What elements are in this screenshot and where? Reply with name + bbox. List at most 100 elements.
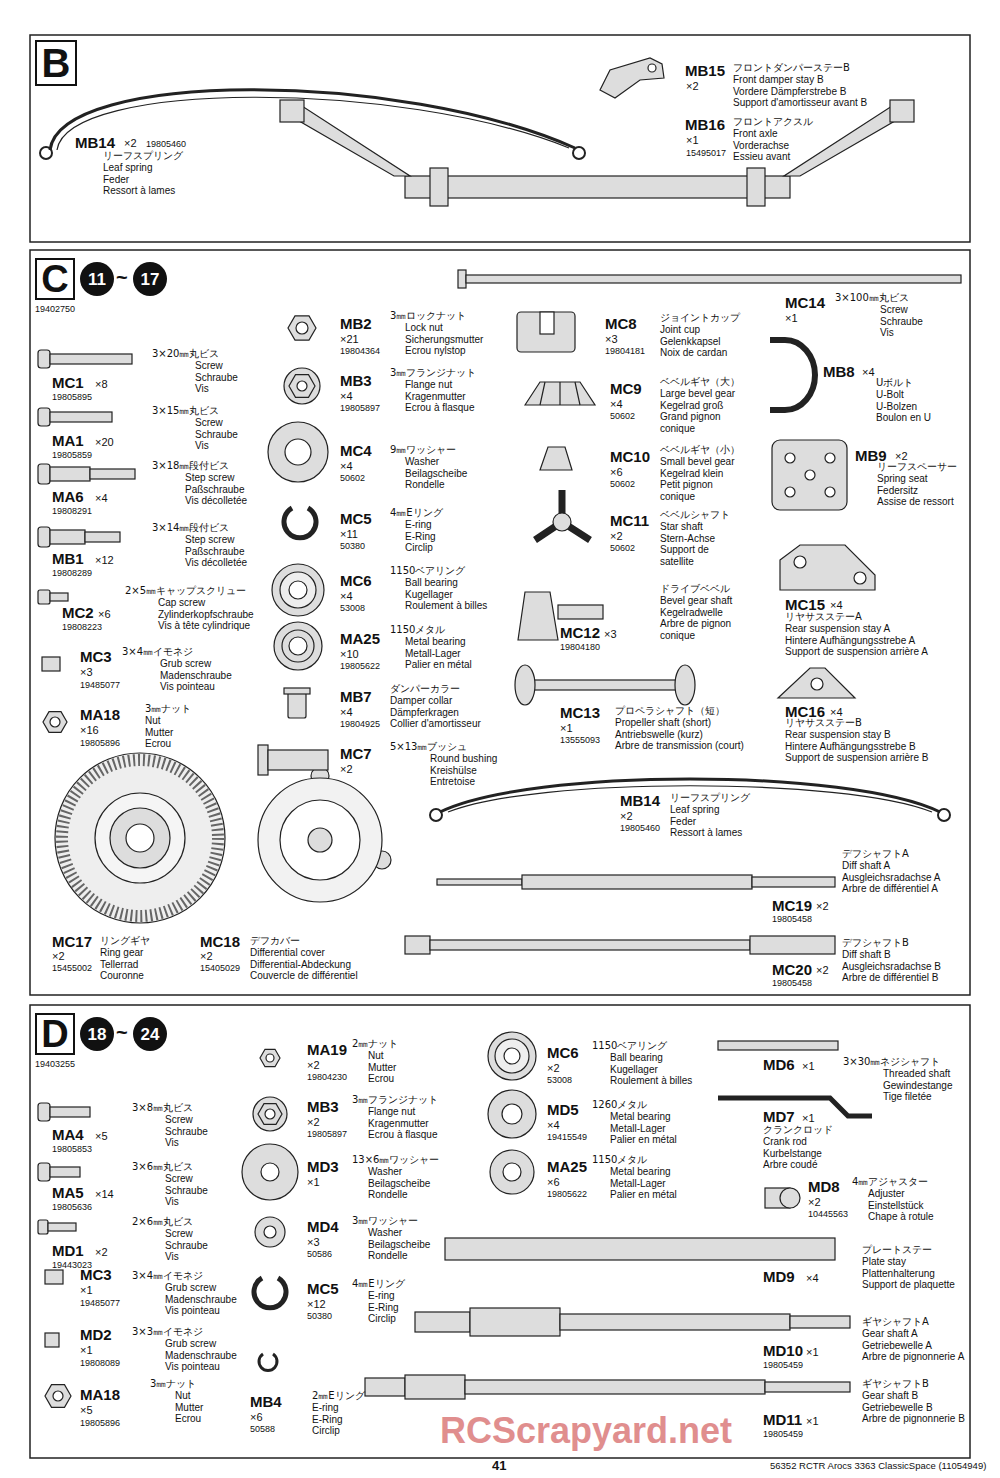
quantity: ×6	[98, 608, 111, 621]
part-name-ja: 3㎜ナット	[145, 703, 191, 715]
part-name: Kegelrad klein	[660, 468, 723, 480]
part-name-ja: 1150ベアリング	[592, 1040, 667, 1052]
section-letter-box: C	[35, 258, 75, 300]
part-code: MB3	[307, 1098, 339, 1115]
part-number: 19805459	[763, 1429, 803, 1439]
quantity: ×5	[80, 1404, 93, 1417]
part-name: Kreishülse	[430, 765, 477, 777]
part-number: 53008	[547, 1075, 572, 1085]
part-code: MC11	[610, 512, 649, 529]
part-name: Vis	[165, 1137, 179, 1149]
part-name: E-Ring	[405, 531, 436, 543]
part-name-ja: 1150ベアリング	[390, 565, 465, 577]
quantity: ×2	[547, 1062, 560, 1075]
part-number: 19805622	[340, 661, 380, 671]
part-name-ja: クランクロッド	[763, 1124, 833, 1136]
part-name-ja: 3×4㎜イモネジ	[132, 1270, 203, 1282]
part-number: 19804181	[605, 346, 645, 356]
part-code: MD3	[307, 1158, 339, 1175]
part-name: Ecrou nylstop	[405, 345, 466, 357]
part-name-ja: 2×5㎜キャップスクリュー	[125, 585, 246, 597]
part-code: MC13	[560, 704, 600, 721]
part-name: Zylinderkopfschraube	[158, 609, 254, 621]
part-name: Vis	[195, 383, 209, 395]
quantity: ×4	[806, 1272, 819, 1285]
part-name: Ausgleichsradachse B	[842, 961, 941, 973]
part-code: MB2	[340, 315, 372, 332]
quantity: ×2	[686, 80, 699, 93]
part-name-ja: デフシャフトA	[842, 848, 909, 860]
part-code: MB16	[685, 116, 725, 133]
part-name: Leaf spring	[670, 804, 719, 816]
part-name-ja: フロントアクスル	[733, 116, 813, 128]
part-name: Gewindestange	[883, 1080, 953, 1092]
part-name: Differential-Abdeckung	[250, 959, 351, 971]
part-code: MD2	[80, 1326, 112, 1343]
part-name: Damper collar	[390, 695, 452, 707]
part-code: MA25	[547, 1158, 587, 1175]
part-name: Noix de cardan	[660, 347, 727, 359]
quantity: ×1	[785, 312, 798, 325]
quantity: ×11	[340, 528, 358, 541]
part-name: Paßschraube	[185, 484, 244, 496]
part-code: MB4	[250, 1393, 282, 1410]
part-name: Getriebewelle A	[862, 1340, 932, 1352]
part-name: Schraube	[195, 372, 238, 384]
part-name-ja: 3×6㎜丸ビス	[132, 1161, 193, 1173]
part-name-ja: ベベルギヤ（小）	[660, 444, 740, 456]
part-name: Ecrou à flasque	[405, 402, 475, 414]
quantity: ×12	[95, 554, 114, 567]
part-number: 19805636	[52, 1202, 92, 1212]
part-name: Screw	[165, 1114, 193, 1126]
part-name: Beilagscheibe	[405, 468, 467, 480]
part-number: 19808089	[80, 1358, 120, 1368]
section-letter-box: B	[35, 40, 77, 86]
part-name: Feder	[103, 174, 129, 186]
part-name: Palier en métal	[610, 1189, 677, 1201]
part-name-ja: リーフスペーサー	[877, 461, 957, 473]
part-name: Mutter	[368, 1062, 396, 1074]
part-name: Roulement à billes	[610, 1075, 692, 1087]
part-name: Palier en métal	[610, 1134, 677, 1146]
part-name: Kugellager	[405, 589, 453, 601]
part-name: Ball bearing	[610, 1052, 663, 1064]
part-name-ja: 1260メタル	[592, 1099, 647, 1111]
part-name: Vis	[165, 1196, 179, 1208]
part-name: Gear shaft A	[862, 1328, 918, 1340]
quantity: ×2	[895, 450, 908, 463]
quantity: ×2	[200, 950, 213, 963]
part-name: Arbre de différentiel B	[842, 972, 939, 984]
part-number: 13555093	[560, 735, 600, 745]
part-name: U-Bolt	[876, 389, 904, 401]
part-code: MC17	[52, 933, 92, 950]
part-number: 53008	[340, 603, 365, 613]
part-name: Ressort à lames	[103, 185, 175, 197]
part-name: Schraube	[165, 1126, 208, 1138]
part-name: satellite	[660, 556, 694, 568]
part-name: Differential cover	[250, 947, 325, 959]
part-code: MD10	[763, 1342, 803, 1359]
quantity: ×10	[340, 648, 359, 661]
part-name: Threaded shaft	[883, 1068, 950, 1080]
part-name: Support de	[660, 544, 709, 556]
part-name: Washer	[368, 1166, 402, 1178]
part-number: 50602	[610, 479, 635, 489]
part-name: Kragenmutter	[405, 391, 466, 403]
quantity: ×3	[307, 1236, 320, 1249]
part-code: MA18	[80, 706, 120, 723]
part-name: Ecrou	[145, 738, 171, 750]
part-name-ja: 3㎜ロックナット	[390, 310, 466, 322]
part-name: Circlip	[312, 1425, 340, 1437]
part-name: conique	[660, 630, 695, 642]
part-name-ja: ベベルシャフト	[660, 509, 730, 521]
part-name: E-ring	[312, 1402, 339, 1414]
quantity: ×4	[340, 590, 353, 603]
quantity: ×1	[686, 134, 699, 147]
part-number: 19804180	[560, 642, 600, 652]
part-name-ja: リヤサスステーA	[785, 611, 862, 623]
part-number: 19805896	[80, 1418, 120, 1428]
part-name: Kragenmutter	[368, 1118, 429, 1130]
part-number: 10445563	[808, 1209, 848, 1219]
part-name: Vis	[880, 327, 894, 339]
part-name: Palier en métal	[405, 659, 472, 671]
